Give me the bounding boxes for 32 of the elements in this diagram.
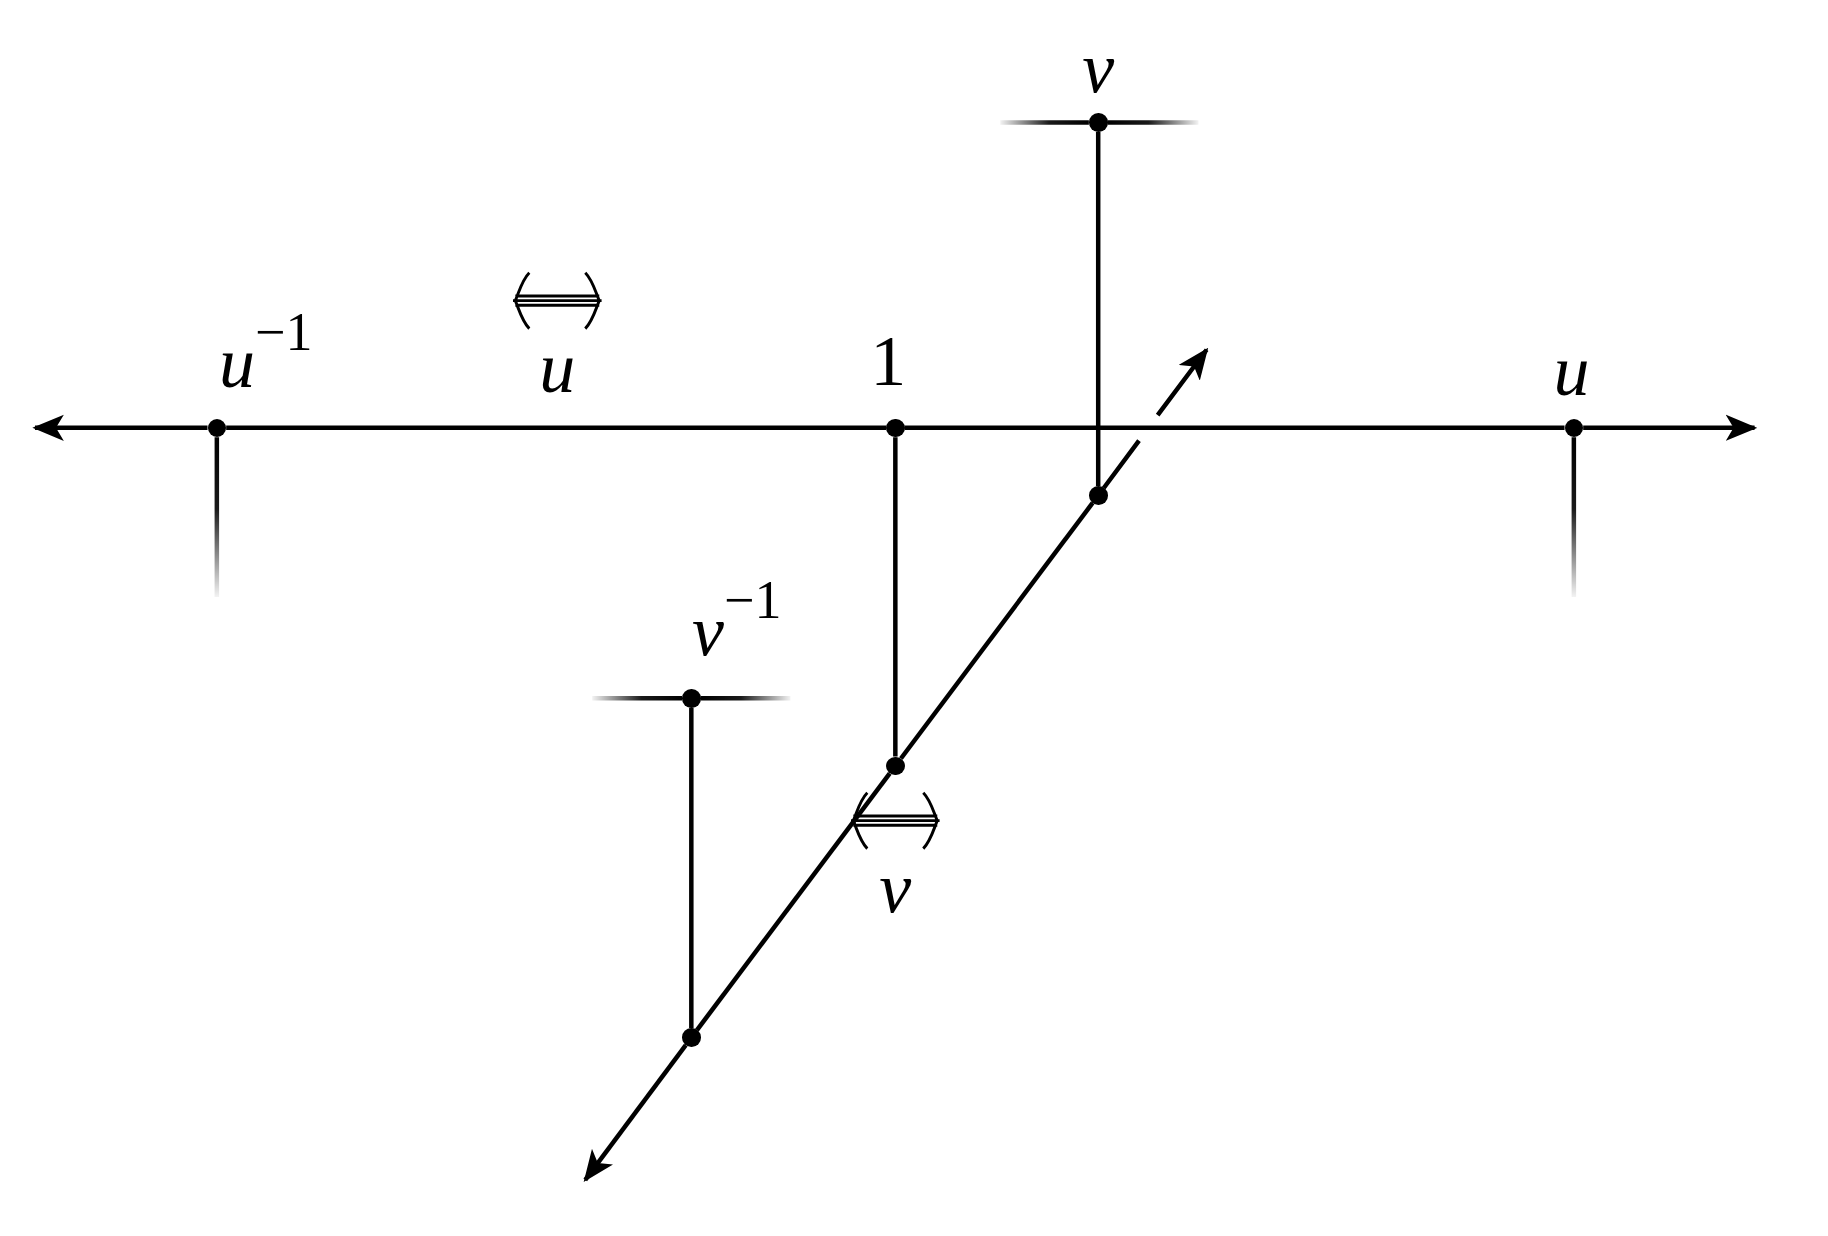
line-segment bbox=[1107, 120, 1199, 125]
line-segment bbox=[592, 696, 682, 701]
arrow bbox=[32, 414, 208, 441]
line-segment bbox=[1000, 120, 1089, 125]
vertex-dot bbox=[886, 756, 905, 776]
line-segment bbox=[1571, 437, 1577, 597]
line-segment bbox=[689, 707, 694, 1029]
vertex-dot bbox=[1564, 418, 1584, 438]
vertex-dot bbox=[1088, 113, 1108, 132]
line-segment bbox=[1095, 131, 1101, 487]
line-segment bbox=[904, 425, 1565, 431]
vertex-label: u$^{−1}$ bbox=[219, 304, 313, 400]
line-segment bbox=[214, 437, 220, 597]
vertex-label: v bbox=[1082, 31, 1115, 104]
line-segment bbox=[226, 425, 886, 431]
arrow bbox=[1101, 347, 1209, 491]
vertex-dot bbox=[886, 418, 905, 438]
vertex-dot bbox=[682, 1028, 701, 1047]
axis-label: v bbox=[879, 852, 912, 925]
vertex-dot bbox=[207, 418, 227, 438]
axis-label: u bbox=[539, 332, 576, 405]
vertex-dot bbox=[1088, 486, 1108, 505]
arrow bbox=[583, 1043, 688, 1182]
line-segment bbox=[899, 501, 1095, 760]
arrow bbox=[1583, 414, 1758, 441]
line-segment bbox=[700, 696, 791, 701]
vertex-label: v$^{−1}$ bbox=[692, 572, 782, 668]
vertex-dot bbox=[682, 689, 701, 708]
vertex-label: 1 bbox=[870, 325, 907, 398]
vertex-label: u bbox=[1553, 334, 1590, 407]
line-segment bbox=[695, 772, 892, 1032]
line-segment bbox=[893, 437, 898, 757]
